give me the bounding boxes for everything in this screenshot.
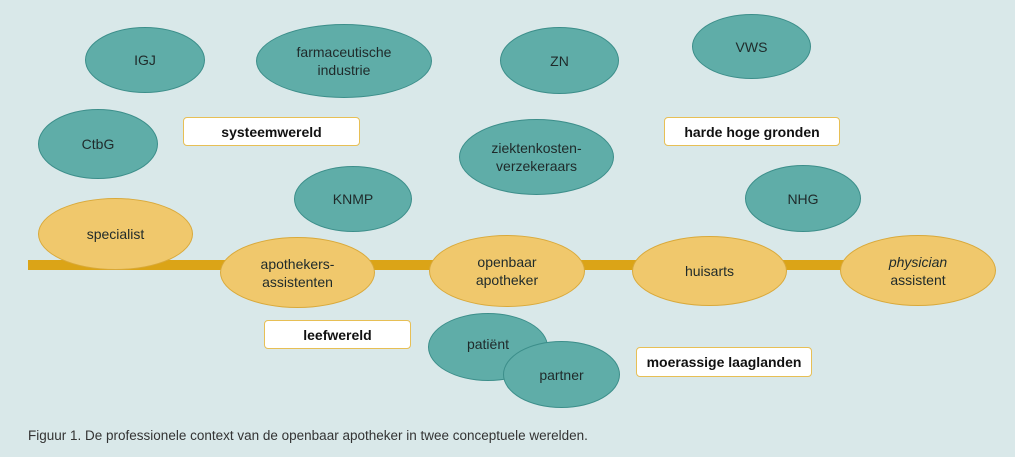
node-physician-italic-label: physician xyxy=(888,253,948,270)
node-farma-label: farmaceutische industrie xyxy=(296,44,392,78)
label-harde-text: harde hoge gronden xyxy=(684,123,820,140)
label-moerassige-laaglanden: moerassige laaglanden xyxy=(636,347,812,377)
node-knmp: KNMP xyxy=(294,166,412,232)
node-ziektenkostenverzekeraars: ziektenkosten- verzekeraars xyxy=(459,119,614,195)
node-specialist-label: specialist xyxy=(86,226,145,242)
node-zn: ZN xyxy=(500,27,619,94)
node-specialist: specialist xyxy=(38,198,193,270)
node-partner-label: partner xyxy=(539,366,584,383)
node-huisarts-label: huisarts xyxy=(684,263,735,279)
label-systeemwereld: systeemwereld xyxy=(183,117,360,146)
node-patient-label: patiënt xyxy=(466,336,510,352)
node-igj-label: IGJ xyxy=(134,52,156,68)
node-igj: IGJ xyxy=(85,27,205,93)
label-leefwereld: leefwereld xyxy=(264,320,411,349)
node-apothekersassistenten: apothekers- assistenten xyxy=(220,237,375,308)
node-nhg-label: NHG xyxy=(787,190,819,207)
node-huisarts: huisarts xyxy=(632,236,787,306)
node-openbaar-apotheker: openbaar apotheker xyxy=(429,235,585,307)
node-apothekers-label: apothekers- assistenten xyxy=(260,255,335,290)
node-knmp-label: KNMP xyxy=(332,191,374,207)
label-moerassige-text: moerassige laaglanden xyxy=(646,354,802,370)
node-partner: partner xyxy=(503,341,620,408)
label-harde-hoge-gronden: harde hoge gronden xyxy=(664,117,840,146)
node-openbaar-label: openbaar apotheker xyxy=(475,254,539,288)
node-vws-label: VWS xyxy=(735,38,768,55)
node-farmaceutische-industrie: farmaceutische industrie xyxy=(256,24,432,98)
node-ctbg-label: CtbG xyxy=(81,136,115,152)
node-ctbg: CtbG xyxy=(38,109,158,179)
node-physician-rest-label: assistent xyxy=(890,271,946,288)
node-zn-label: ZN xyxy=(550,52,569,69)
node-vws: VWS xyxy=(692,14,811,79)
node-nhg: NHG xyxy=(745,165,861,232)
node-physician-assistent: physician assistent xyxy=(840,235,996,306)
label-systeemwereld-text: systeemwereld xyxy=(221,123,322,140)
node-ziekten-label: ziektenkosten- verzekeraars xyxy=(491,140,582,174)
label-leefwereld-text: leefwereld xyxy=(303,326,372,343)
figure-caption: Figuur 1. De professionele context van d… xyxy=(28,428,588,443)
